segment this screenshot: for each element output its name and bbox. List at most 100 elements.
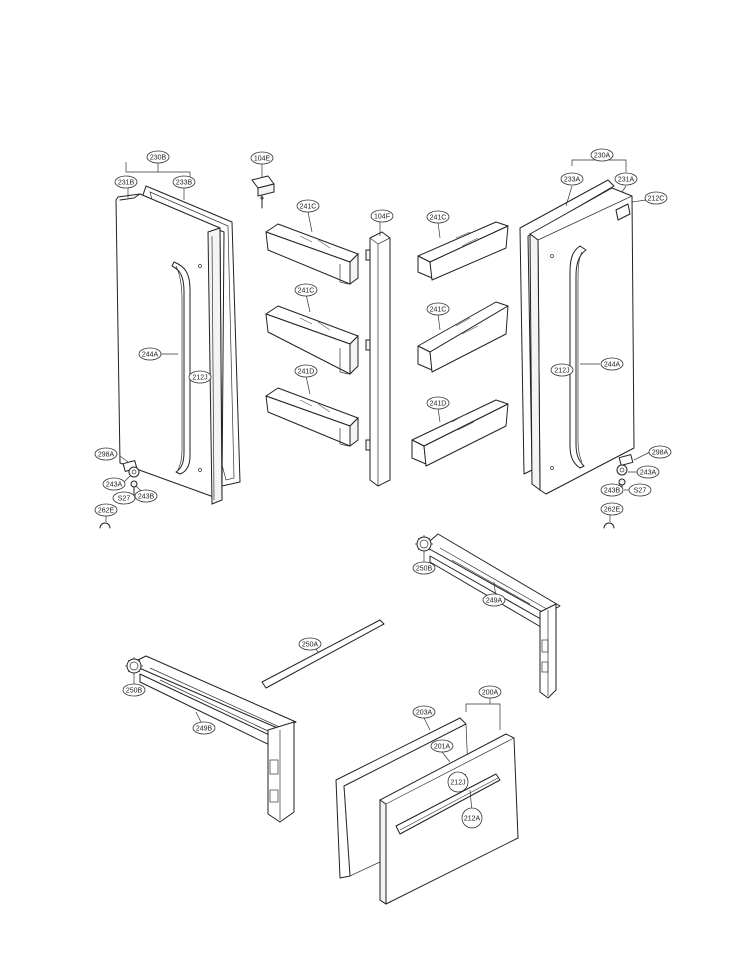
left-door-handle xyxy=(171,261,191,475)
callout-label: 231B xyxy=(118,179,135,186)
callout-s27: S27 xyxy=(112,491,136,505)
callout-bubble xyxy=(590,148,614,162)
callout-bubble xyxy=(482,593,506,607)
callout-label: 241D xyxy=(430,400,447,407)
right-door-gasket xyxy=(519,179,615,475)
callout-label: 243B xyxy=(604,487,621,494)
callout-label: 250B xyxy=(126,687,143,694)
callout-label: 241C xyxy=(430,214,447,221)
basket-left-2 xyxy=(265,305,359,376)
callout-bubble xyxy=(648,445,672,459)
callout-label: 241C xyxy=(298,287,315,294)
callout-231b: 231B xyxy=(114,175,138,189)
callout-bubble xyxy=(294,364,318,378)
basket-right-3 xyxy=(411,399,509,467)
left-e-ring xyxy=(99,522,111,529)
basket-right-1 xyxy=(417,221,509,281)
callout-label: S27 xyxy=(118,495,131,502)
callout-label: 241D xyxy=(298,368,315,375)
callout-label: 230A xyxy=(594,152,611,159)
basket-left-3 xyxy=(265,387,359,447)
basket-right-2 xyxy=(417,301,509,373)
center-mullion xyxy=(365,231,391,487)
callout-bubble xyxy=(412,561,436,575)
callout-244a: 244A xyxy=(138,347,162,361)
right-drawer-rail xyxy=(415,533,561,699)
callout-bubble xyxy=(138,347,162,361)
callout-label: 212J xyxy=(554,367,569,374)
callout-203a: 203A xyxy=(412,705,436,719)
callout-bubble xyxy=(644,191,668,205)
callout-label: 104F xyxy=(374,213,390,220)
right-door xyxy=(519,179,635,495)
right-e-ring xyxy=(603,522,615,529)
callout-bubble xyxy=(430,739,454,753)
callout-bubble xyxy=(94,503,118,517)
callout-label: 230B xyxy=(150,154,167,161)
callout-bubble xyxy=(426,210,450,224)
callout-label: 212C xyxy=(648,195,665,202)
callout-bubble xyxy=(298,637,322,651)
right-door-handle xyxy=(569,245,587,469)
callout-bubble xyxy=(636,465,660,479)
callout-250b: 250B xyxy=(122,683,146,697)
callout-bubble xyxy=(294,283,318,297)
callout-label: 201A xyxy=(434,743,451,750)
callout-bubble xyxy=(102,477,126,491)
callout-label: 241C xyxy=(430,306,447,313)
callout-label: 233B xyxy=(176,179,193,186)
callout-bubble xyxy=(447,771,469,793)
callout-label: 212J xyxy=(450,779,465,786)
callout-241c: 241C xyxy=(426,210,450,224)
callout-bubble xyxy=(478,685,502,699)
callout-bubble xyxy=(600,357,624,371)
drawer-tie-bar xyxy=(261,619,385,689)
callout-241c: 241C xyxy=(294,283,318,297)
callout-bubble xyxy=(614,172,638,186)
left-door xyxy=(115,185,241,505)
callout-212j: 212J xyxy=(447,771,469,793)
callout-label: 200A xyxy=(482,689,499,696)
callout-bubble xyxy=(146,150,170,164)
callout-label: 298A xyxy=(652,449,669,456)
callout-bubble xyxy=(172,175,196,189)
callout-label: 231A xyxy=(618,176,635,183)
left-door-panel xyxy=(115,193,223,501)
callout-bubble xyxy=(426,396,450,410)
callout-bubble xyxy=(461,807,483,829)
drawer-front-panel xyxy=(379,733,519,905)
callout-bubble xyxy=(122,683,146,697)
callout-label: 244A xyxy=(604,361,621,368)
left-hinge-assembly xyxy=(99,460,140,529)
callout-label: 104E xyxy=(254,155,271,162)
callout-249a: 249A xyxy=(482,593,506,607)
callout-s27: S27 xyxy=(628,483,652,497)
callout-bubble xyxy=(628,483,652,497)
callout-298a: 298A xyxy=(94,447,118,461)
callout-241c: 241C xyxy=(426,302,450,316)
callout-231a: 231A xyxy=(614,172,638,186)
callout-241d: 241D xyxy=(294,364,318,378)
callout-262e: 262E xyxy=(600,502,624,516)
callout-bubble xyxy=(112,491,136,505)
callout-243b: 243B xyxy=(600,483,624,497)
callout-label: 203A xyxy=(416,709,433,716)
callout-230a: 230A xyxy=(590,148,614,162)
top-hinge xyxy=(251,175,275,209)
callout-bubble xyxy=(560,172,584,186)
callout-label: 249B xyxy=(196,725,213,732)
callout-104f: 104F xyxy=(370,209,394,223)
callout-201a: 201A xyxy=(430,739,454,753)
callout-212a: 212A xyxy=(461,807,483,829)
callout-243a: 243A xyxy=(636,465,660,479)
callout-bubble xyxy=(296,199,320,213)
callout-bubble xyxy=(412,705,436,719)
callout-212c: 212C xyxy=(644,191,668,205)
callout-bubble xyxy=(134,489,158,503)
callout-212j: 212J xyxy=(188,370,212,384)
callout-label: 233A xyxy=(564,176,581,183)
callout-200a: 200A xyxy=(478,685,502,699)
callout-bubble xyxy=(188,370,212,384)
